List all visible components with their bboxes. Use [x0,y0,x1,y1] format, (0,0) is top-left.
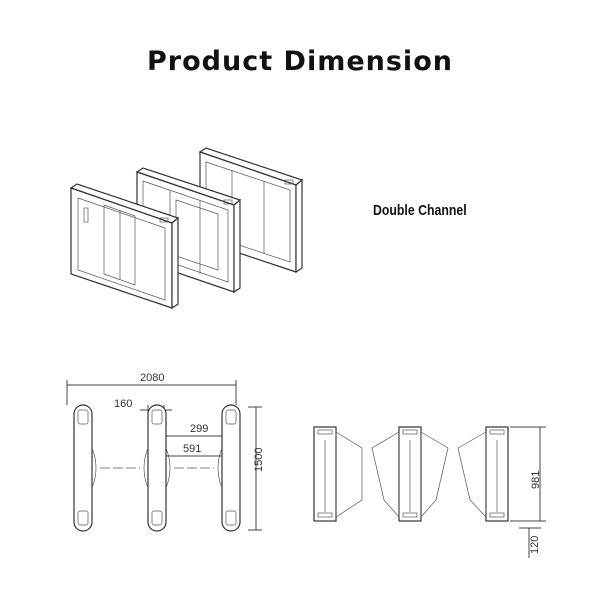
page-title: Product Dimension [147,46,453,77]
dim-height: 981 [530,471,542,489]
top-cabinet-middle [143,404,171,532]
dim-overall-width: 2080 [140,372,164,384]
isometric-view [69,147,304,310]
dim-passage-width: 591 [183,443,201,455]
dim-depth: 1500 [253,448,265,472]
dim-cabinet-width: 160 [114,398,132,410]
top-view: 2080 160 299 591 1500 [66,372,265,532]
dim-wing-reach: 299 [190,423,208,435]
front-cabinet-middle [371,426,449,522]
top-cabinet-right [217,404,241,532]
front-cabinet-left [313,426,363,522]
iso-cabinet-front [69,183,180,310]
channel-label: Double Channel [373,202,467,219]
dim-base-height: 120 [529,536,541,554]
top-cabinet-left [73,404,97,532]
front-cabinet-right [457,426,509,522]
front-view: 981 120 [313,426,546,558]
